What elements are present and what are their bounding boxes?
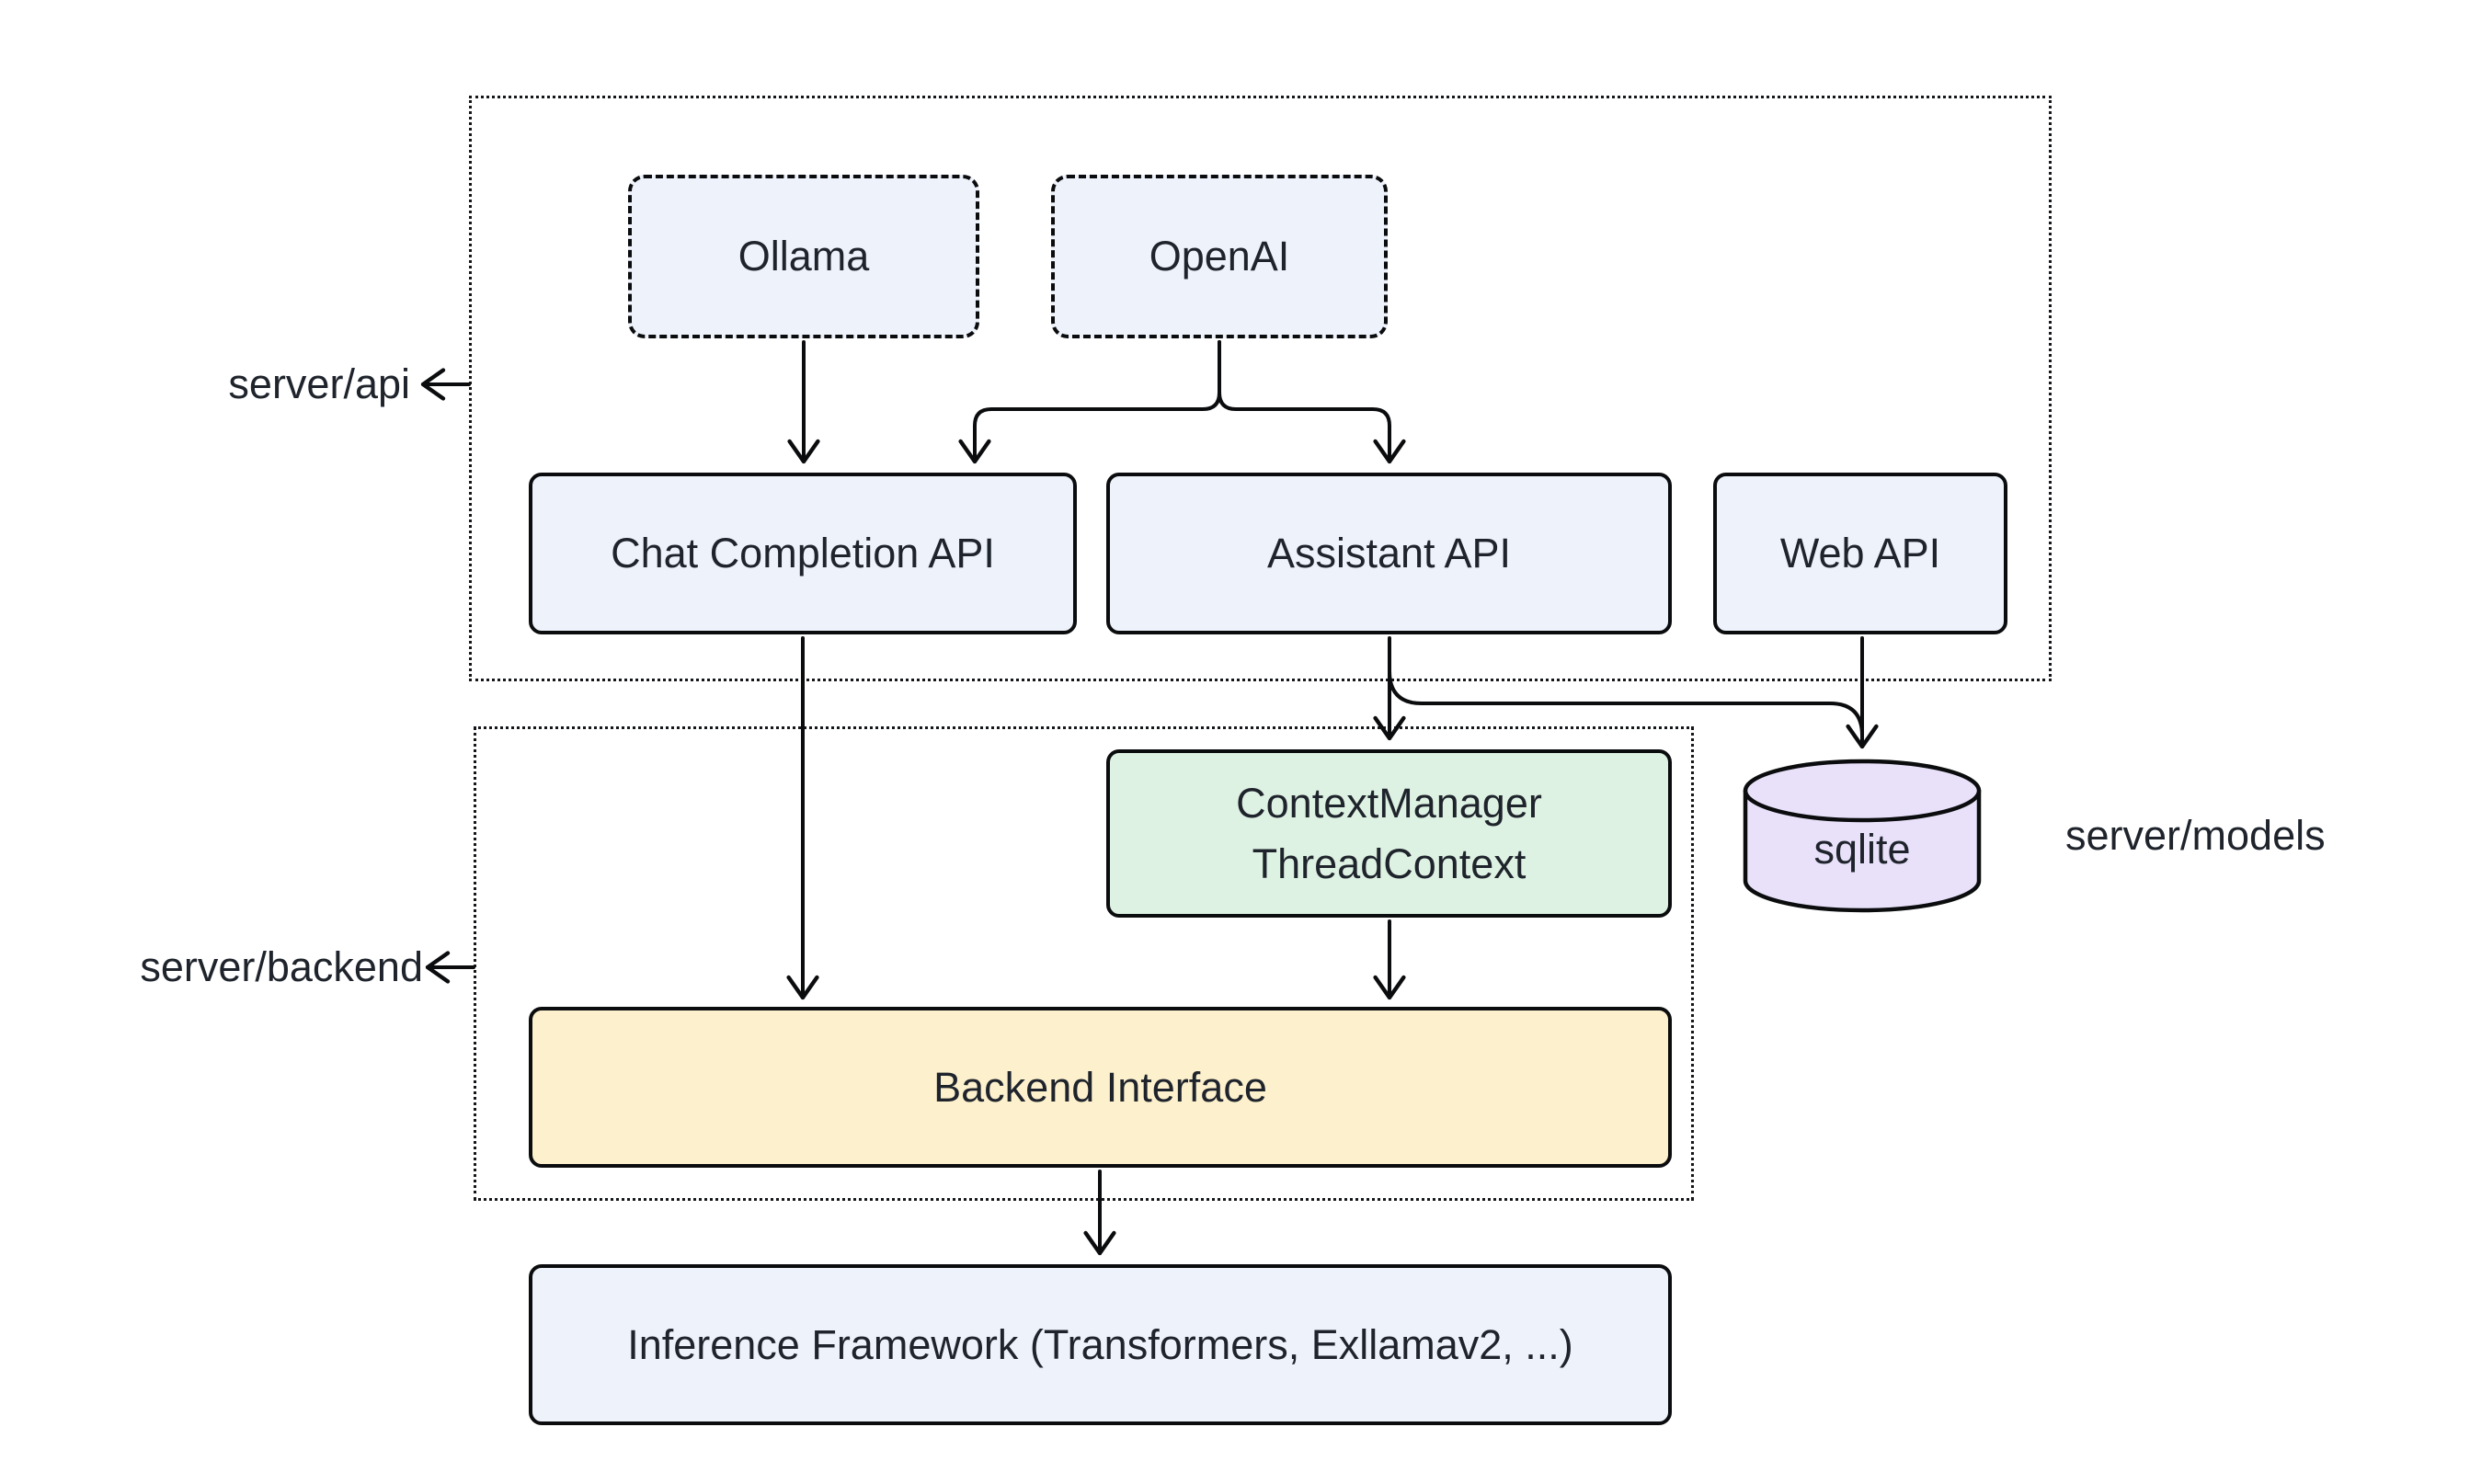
node-openai: OpenAI xyxy=(1051,175,1388,338)
node-web-api-label: Web API xyxy=(1779,530,1941,577)
group-server-api xyxy=(469,96,2052,681)
label-server-api: server/api xyxy=(228,360,410,407)
node-backend-interface-label: Backend Interface xyxy=(933,1063,1267,1111)
node-chat-completion-api: Chat Completion API xyxy=(529,473,1077,634)
node-openai-label: OpenAI xyxy=(1149,233,1290,280)
node-context-manager-line1: ContextManager xyxy=(1236,780,1542,828)
label-server-backend: server/backend xyxy=(140,943,423,990)
node-chat-completion-api-label: Chat Completion API xyxy=(611,530,995,577)
node-inference-framework: Inference Framework (Transformers, Exlla… xyxy=(529,1264,1672,1425)
node-ollama-label: Ollama xyxy=(738,233,870,280)
group-server-backend xyxy=(474,726,1694,1201)
node-sqlite-label: sqlite xyxy=(1813,826,1911,873)
node-ollama: Ollama xyxy=(628,175,979,338)
label-server-models: server/models xyxy=(2065,812,2326,859)
node-web-api: Web API xyxy=(1713,473,2007,634)
node-assistant-api: Assistant API xyxy=(1106,473,1672,634)
node-assistant-api-label: Assistant API xyxy=(1266,530,1512,577)
node-context-manager-line2: ThreadContext xyxy=(1252,839,1527,887)
node-context-manager: ContextManager ThreadContext xyxy=(1106,749,1672,918)
node-inference-framework-label: Inference Framework (Transformers, Exlla… xyxy=(627,1320,1573,1368)
node-backend-interface: Backend Interface xyxy=(529,1007,1672,1168)
